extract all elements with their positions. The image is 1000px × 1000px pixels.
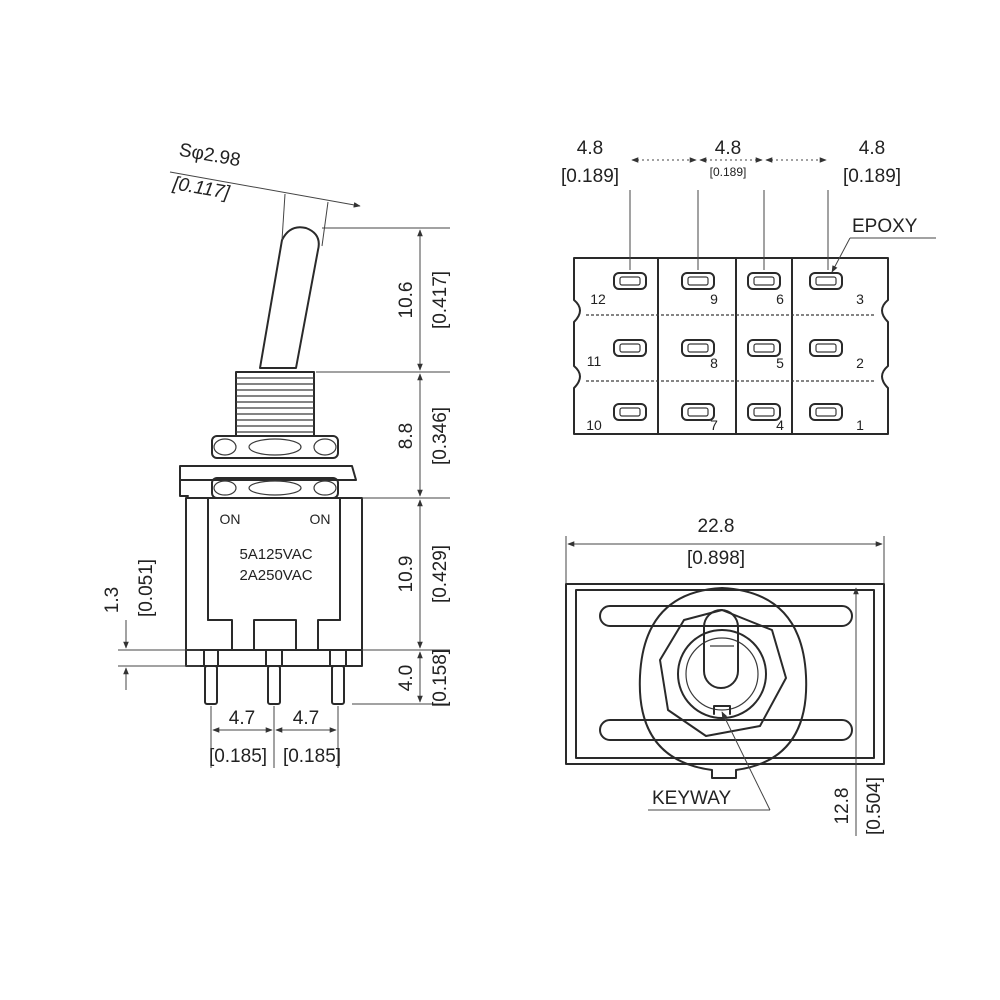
bottom-view: 12 9 6 3 11 8 5 2 10 7 4 1 4.8 [0.189] 4… [561, 138, 936, 435]
lever-height-inch: [0.417] [430, 271, 451, 329]
dim-ball-diameter: Sφ2.98 [0.117] [169, 140, 361, 247]
lever-height-label: 10.6 [396, 282, 417, 319]
keyway-label: KEYWAY [652, 788, 732, 809]
pitch-left-inch: [0.185] [209, 746, 267, 767]
epoxy-callout: EPOXY [831, 216, 936, 273]
pin-number: 8 [710, 355, 718, 371]
epoxy-label: EPOXY [852, 216, 918, 237]
terminal-length-inch: [0.158] [430, 649, 451, 707]
terminal-pins [203, 649, 347, 705]
marking-on-right: ON [310, 511, 331, 527]
terminal-slots [613, 272, 843, 421]
body-height-inch: [0.429] [430, 545, 451, 603]
hex-nut-upper [211, 435, 339, 459]
lock-washer [179, 465, 357, 497]
pin-number: 7 [710, 417, 718, 433]
rating-text-1: 5A125VAC [239, 546, 312, 563]
threaded-bushing [235, 371, 315, 437]
pin-number: 11 [587, 353, 602, 369]
terminal-base-outline [573, 257, 889, 435]
pin-number: 12 [590, 291, 606, 307]
pitch-right-inch: [0.185] [283, 746, 341, 767]
pitch-3-label: 4.8 [859, 138, 885, 159]
ball-dia-label: Sφ2.98 [177, 140, 242, 171]
dim-pin-pitch: 4.7 4.7 [0.185] [0.185] [209, 706, 341, 768]
body-height-label: 10.9 [396, 556, 417, 593]
pin-number: 3 [856, 291, 864, 307]
pitch-2-inch: [0.189] [710, 165, 747, 179]
dim-standoff: 1.3 [0.051] [102, 559, 200, 690]
standoff-inch: [0.051] [136, 559, 157, 617]
width-label: 22.8 [698, 516, 735, 537]
pitch-left-label: 4.7 [229, 708, 255, 729]
keyway-callout: KEYWAY [648, 711, 771, 811]
standoff-label: 1.3 [102, 587, 123, 613]
terminal-length-label: 4.0 [396, 665, 417, 691]
hex-nut-top [659, 609, 787, 737]
mounting-slot-lower [599, 719, 853, 741]
lever-top [703, 609, 739, 689]
pin-number: 10 [586, 417, 602, 433]
pitch-3-inch: [0.189] [843, 166, 901, 187]
pin-number: 6 [776, 291, 784, 307]
pin-number: 2 [856, 355, 864, 371]
rating-text-2: 2A250VAC [239, 567, 312, 584]
width-inch: [0.898] [687, 548, 745, 569]
top-view: 22.8 [0.898] KEYWAY 12.8 [565, 516, 885, 836]
pin-number: 5 [776, 355, 784, 371]
pin-number: 4 [776, 417, 784, 433]
bushing-height-inch: [0.346] [430, 407, 451, 465]
pin-number: 9 [710, 291, 718, 307]
bushing-height-label: 8.8 [396, 423, 417, 449]
dim-right-vertical: 10.6 [0.417] 8.8 [0.346] 10.9 [0.429] 4.… [316, 227, 451, 707]
marking-on-left: ON [220, 511, 241, 527]
keyway-notch [713, 705, 731, 715]
pin-number: 1 [856, 417, 864, 433]
dim-top-depth: 12.8 [0.504] [832, 587, 885, 836]
depth-inch: [0.504] [864, 777, 885, 835]
pitch-1-label: 4.8 [577, 138, 603, 159]
side-view: ON ON 5A125VAC 2A250VAC Sφ2.98 [0.117] [102, 140, 451, 768]
ball-dia-inch: [0.117] [170, 173, 231, 204]
depth-label: 12.8 [832, 788, 853, 825]
dim-top-width: 22.8 [0.898] [565, 516, 885, 584]
pitch-1-inch: [0.189] [561, 166, 619, 187]
dim-terminal-pitch: 4.8 [0.189] 4.8 [0.189] 4.8 [0.189] [561, 138, 901, 270]
mounting-slot-upper [599, 605, 853, 627]
pin-numbers: 12 9 6 3 11 8 5 2 10 7 4 1 [586, 291, 864, 433]
pitch-2-label: 4.8 [715, 138, 741, 159]
toggle-lever [259, 226, 320, 369]
pitch-right-label: 4.7 [293, 708, 319, 729]
bushing-top [638, 587, 808, 779]
